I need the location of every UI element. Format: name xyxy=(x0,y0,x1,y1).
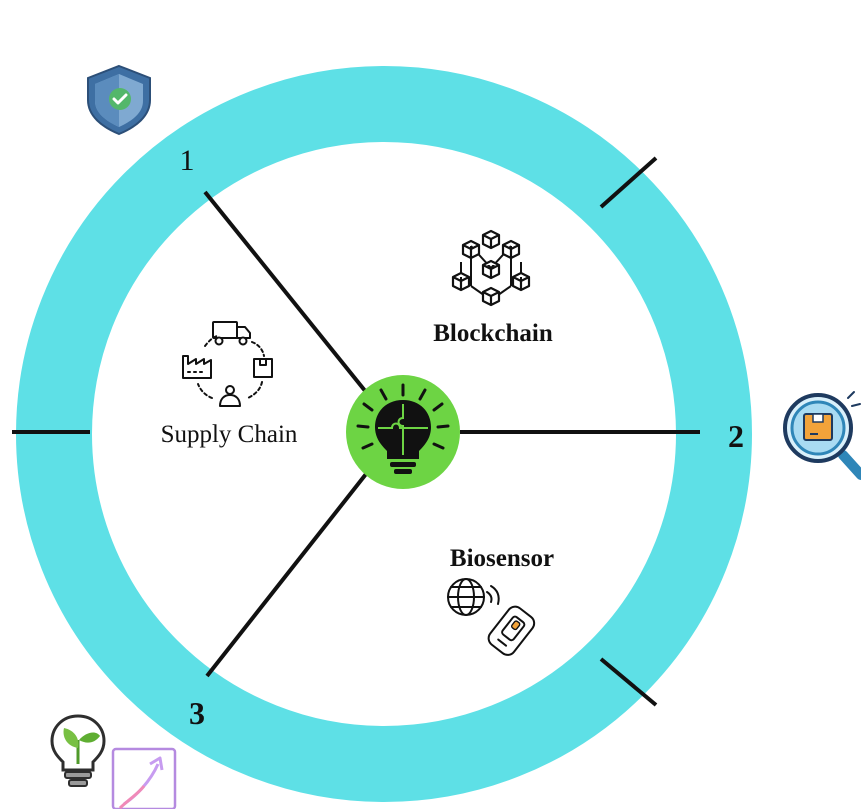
supply-chain-label: Supply Chain xyxy=(161,421,298,448)
blockchain-label: Blockchain xyxy=(433,320,553,347)
spoke-1 xyxy=(203,190,368,394)
supply-chain-cycle-icon xyxy=(182,321,273,407)
ring-tick-top-right xyxy=(599,156,658,209)
biosensor-label: Biosensor xyxy=(450,545,554,572)
blockchain-cubes-icon xyxy=(451,229,531,307)
shield-check-icon xyxy=(87,64,151,136)
segment-2-number: 2 xyxy=(728,418,744,454)
biosensor-globe-icon xyxy=(447,578,536,656)
magnifier-package-icon xyxy=(783,391,861,480)
spoke-3 xyxy=(205,472,368,678)
segment-3-number: 3 xyxy=(189,695,205,731)
growth-arrow-icon xyxy=(111,747,177,809)
ring-tick-bottom-right xyxy=(599,657,658,707)
lightbulb-puzzle-icon xyxy=(346,375,460,489)
plant-bulb-icon xyxy=(50,714,106,787)
segment-1-number: 1 xyxy=(180,144,195,177)
